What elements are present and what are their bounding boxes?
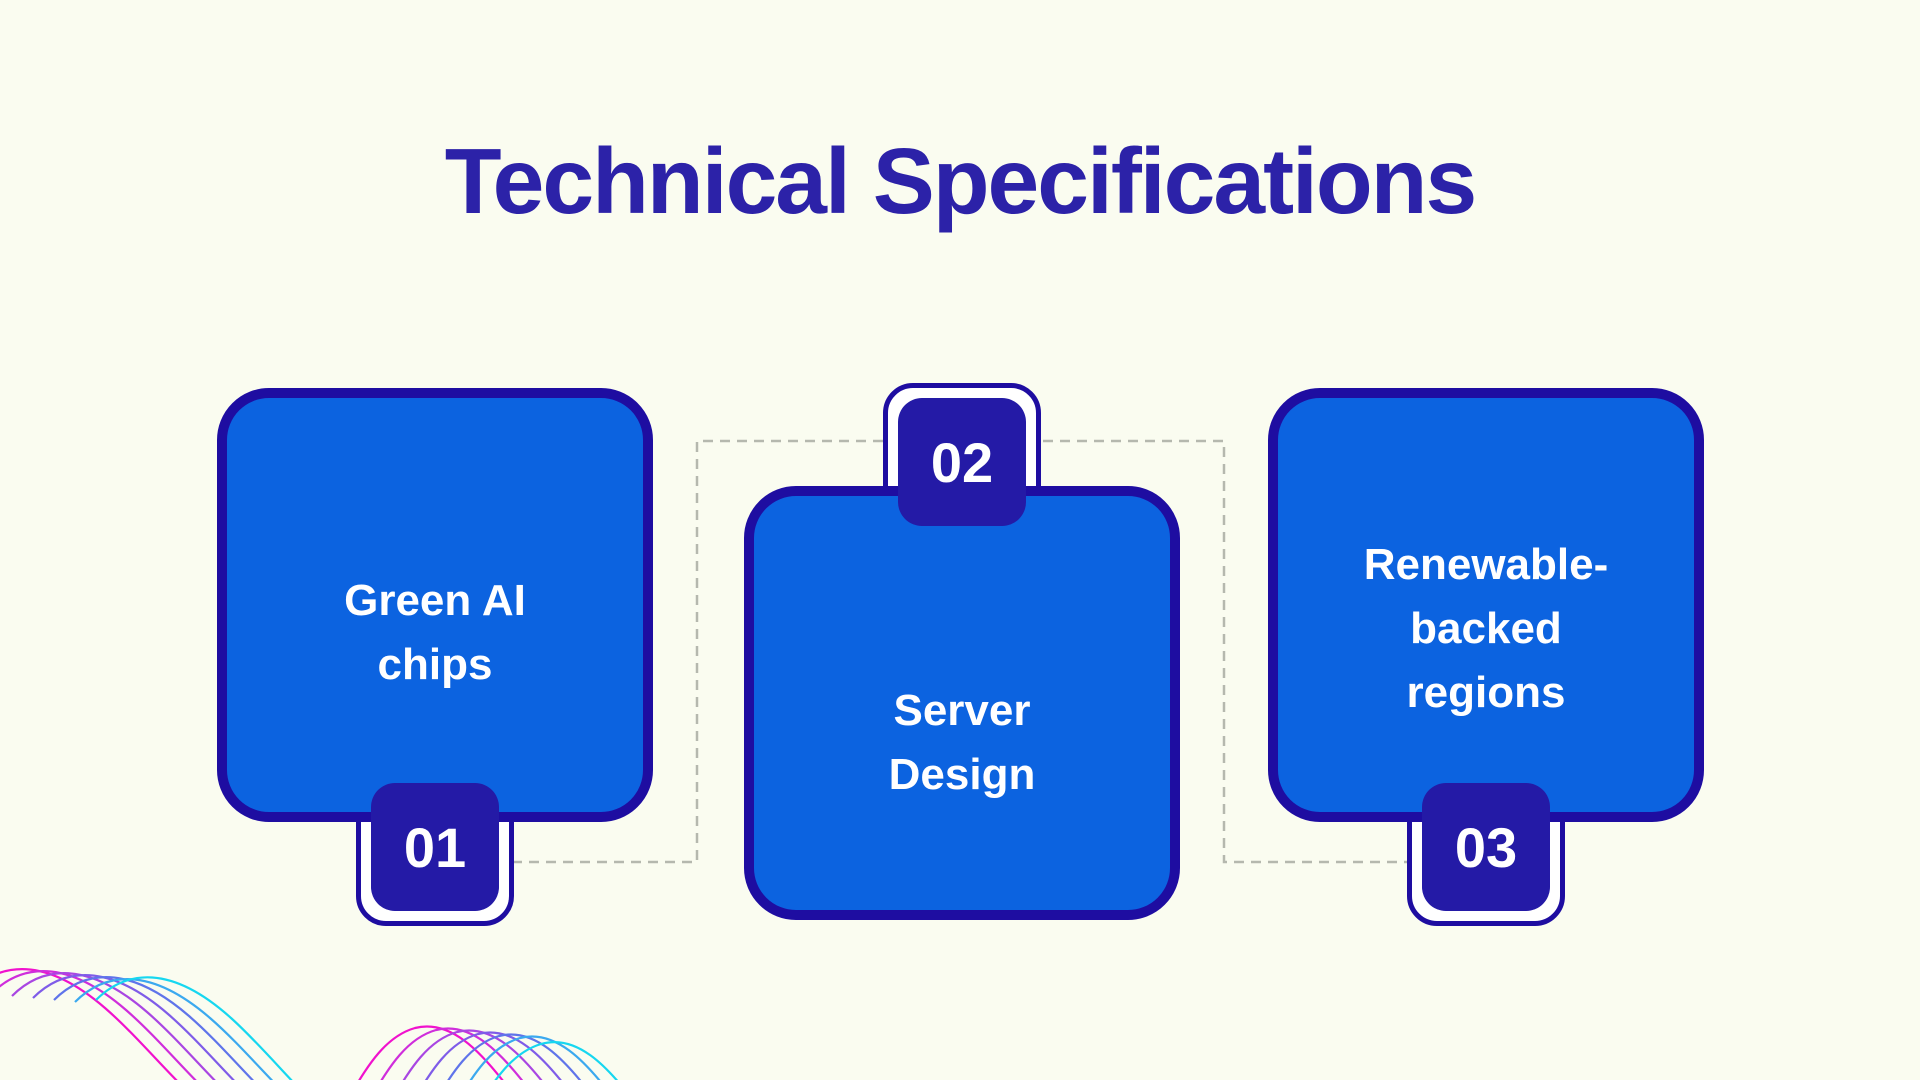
card-label-green-ai-chips: Green AI chips — [344, 576, 526, 689]
wave-line — [0, 968, 504, 1080]
wave-line — [32, 974, 562, 1080]
step-badge-01: 01 — [371, 783, 499, 911]
wave-line — [0, 970, 524, 1080]
wave-line — [53, 976, 582, 1080]
wave-lines-group — [0, 968, 619, 1080]
wave-line — [74, 978, 601, 1080]
card-label-renewable-backed-regions: Renewable- backed regions — [1363, 540, 1609, 717]
step-number-03: 03 — [1454, 815, 1518, 879]
wave-line — [95, 976, 619, 1080]
card-server-design: Server Design — [744, 486, 1180, 920]
step-badge-02: 02 — [898, 398, 1026, 526]
step-badge-03: 03 — [1422, 783, 1550, 911]
page-title: Technical Specifications — [444, 129, 1477, 233]
card-label-server-design: Server Design — [888, 686, 1036, 799]
card-renewable-backed-regions: Renewable- backed regions — [1268, 388, 1704, 822]
wave-line — [11, 972, 543, 1080]
step-number-02: 02 — [930, 430, 994, 494]
step-number-01: 01 — [403, 815, 467, 879]
card-green-ai-chips: Green AI chips — [217, 388, 653, 822]
